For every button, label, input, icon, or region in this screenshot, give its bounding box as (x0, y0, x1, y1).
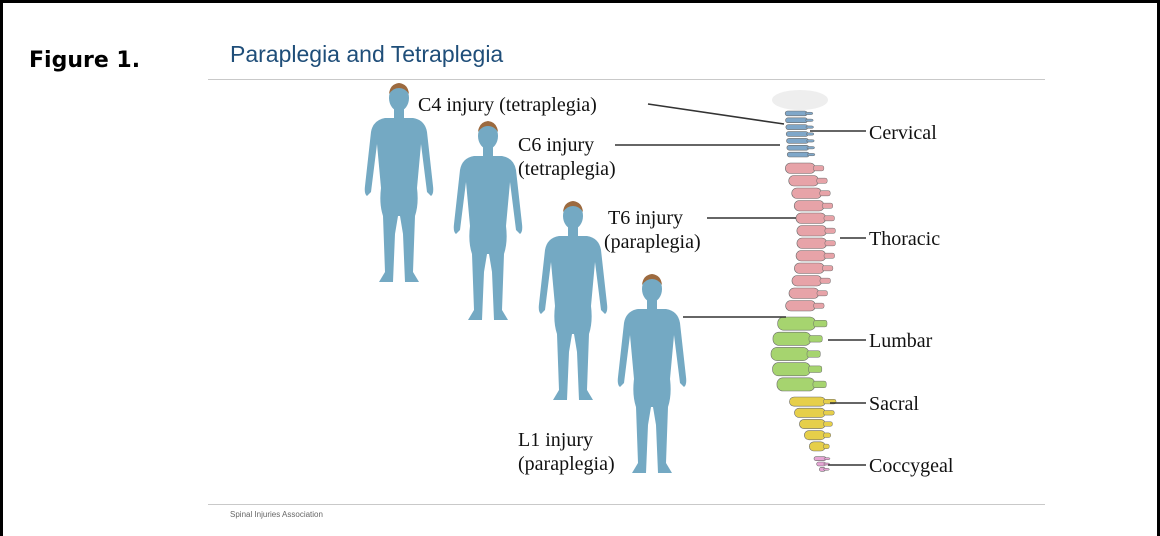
vertebra-thoracic (797, 238, 827, 249)
vertebra-process (822, 203, 833, 208)
figure-t6-paraplegia (533, 201, 613, 400)
region-label-sacral: Sacral (869, 392, 919, 416)
vertebra-sacral (804, 431, 825, 440)
vertebra-process (825, 241, 836, 246)
vertebra-process (809, 366, 822, 373)
vertebra-sacral (789, 397, 825, 406)
vertebra-thoracic (792, 276, 822, 287)
skull-base-shadow (772, 90, 828, 110)
injury-label-c6: C6 injury (tetraplegia) (518, 133, 616, 181)
spine-column (771, 90, 836, 471)
region-label-cervical: Cervical (869, 121, 937, 145)
region-label-lumbar: Lumbar (869, 329, 932, 353)
vertebra-process (814, 303, 825, 308)
vertebra-sacral (799, 419, 825, 428)
vertebra-process (813, 381, 826, 388)
vertebra-process (823, 433, 830, 438)
vertebra-lumbar (778, 317, 816, 330)
vertebra-process (824, 458, 830, 460)
vertebra-process (822, 266, 833, 271)
region-label-coccygeal: Coccygeal (869, 454, 953, 478)
vertebra-process (817, 291, 828, 296)
injury-label-t6-line2: (paraplegia) (604, 230, 701, 254)
vertebra-process (823, 422, 832, 427)
vertebra-cervical (787, 145, 809, 150)
vertebra-process (807, 147, 815, 149)
vertebra-cervical (787, 138, 809, 143)
vertebra-process (807, 351, 820, 358)
vertebra-cervical (786, 125, 808, 130)
region-label-thoracic: Thoracic (869, 227, 940, 251)
vertebra-thoracic (794, 263, 824, 274)
vertebra-thoracic (786, 301, 816, 312)
vertebra-process (823, 468, 829, 470)
vertebra-sacral (794, 408, 825, 417)
vertebra-thoracic (792, 188, 822, 199)
vertebra-process (813, 166, 824, 171)
vertebra-lumbar (773, 332, 811, 345)
injury-label-t6-line1: T6 injury (604, 206, 701, 230)
vertebra-thoracic (796, 213, 826, 224)
vertebra-process (820, 191, 831, 196)
vertebra-process (824, 216, 835, 221)
vertebra-process (809, 336, 822, 343)
injury-label-l1: L1 injury (paraplegia) (518, 428, 615, 476)
figure-c6-tetraplegia (448, 121, 528, 320)
vertebra-cervical (786, 118, 808, 123)
vertebra-process (806, 119, 814, 121)
vertebra-process (806, 126, 814, 128)
vertebra-cervical (786, 132, 808, 137)
body-silhouette (539, 203, 608, 400)
vertebra-sacral (809, 442, 825, 451)
vertebra-process (824, 253, 835, 258)
injury-label-t6: T6 injury (paraplegia) (604, 206, 701, 254)
vertebra-process (825, 228, 836, 233)
vertebra-thoracic (785, 163, 815, 174)
injury-label-l1-line1: L1 injury (518, 428, 615, 452)
vertebra-process (814, 320, 827, 327)
vertebra-process (807, 153, 815, 155)
injury-label-c6-line2: (tetraplegia) (518, 157, 616, 181)
vertebra-thoracic (796, 251, 826, 262)
vertebra-lumbar (773, 363, 811, 376)
vertebra-cervical (787, 152, 809, 157)
injury-label-c4: C4 injury (tetraplegia) (418, 93, 597, 117)
vertebra-thoracic (797, 226, 827, 237)
vertebra-process (823, 411, 834, 416)
vertebra-process (817, 178, 828, 183)
body-silhouette (618, 276, 687, 473)
vertebra-process (806, 133, 814, 135)
injury-label-c6-line1: C6 injury (518, 133, 616, 157)
vertebra-lumbar (777, 378, 815, 391)
vertebra-cervical (785, 111, 807, 116)
vertebra-process (820, 278, 831, 283)
figure-l1-paraplegia (612, 274, 692, 473)
leader-line-c4 (648, 104, 784, 124)
injury-label-c4-line1: C4 injury (tetraplegia) (418, 94, 597, 116)
injury-label-l1-line2: (paraplegia) (518, 452, 615, 476)
body-silhouette (454, 123, 523, 320)
vertebra-process (807, 140, 815, 142)
vertebra-thoracic (794, 201, 824, 212)
vertebra-lumbar (771, 347, 809, 360)
vertebra-thoracic (789, 288, 819, 299)
vertebra-process (823, 444, 829, 449)
vertebra-process (805, 112, 813, 114)
vertebra-thoracic (789, 176, 819, 187)
